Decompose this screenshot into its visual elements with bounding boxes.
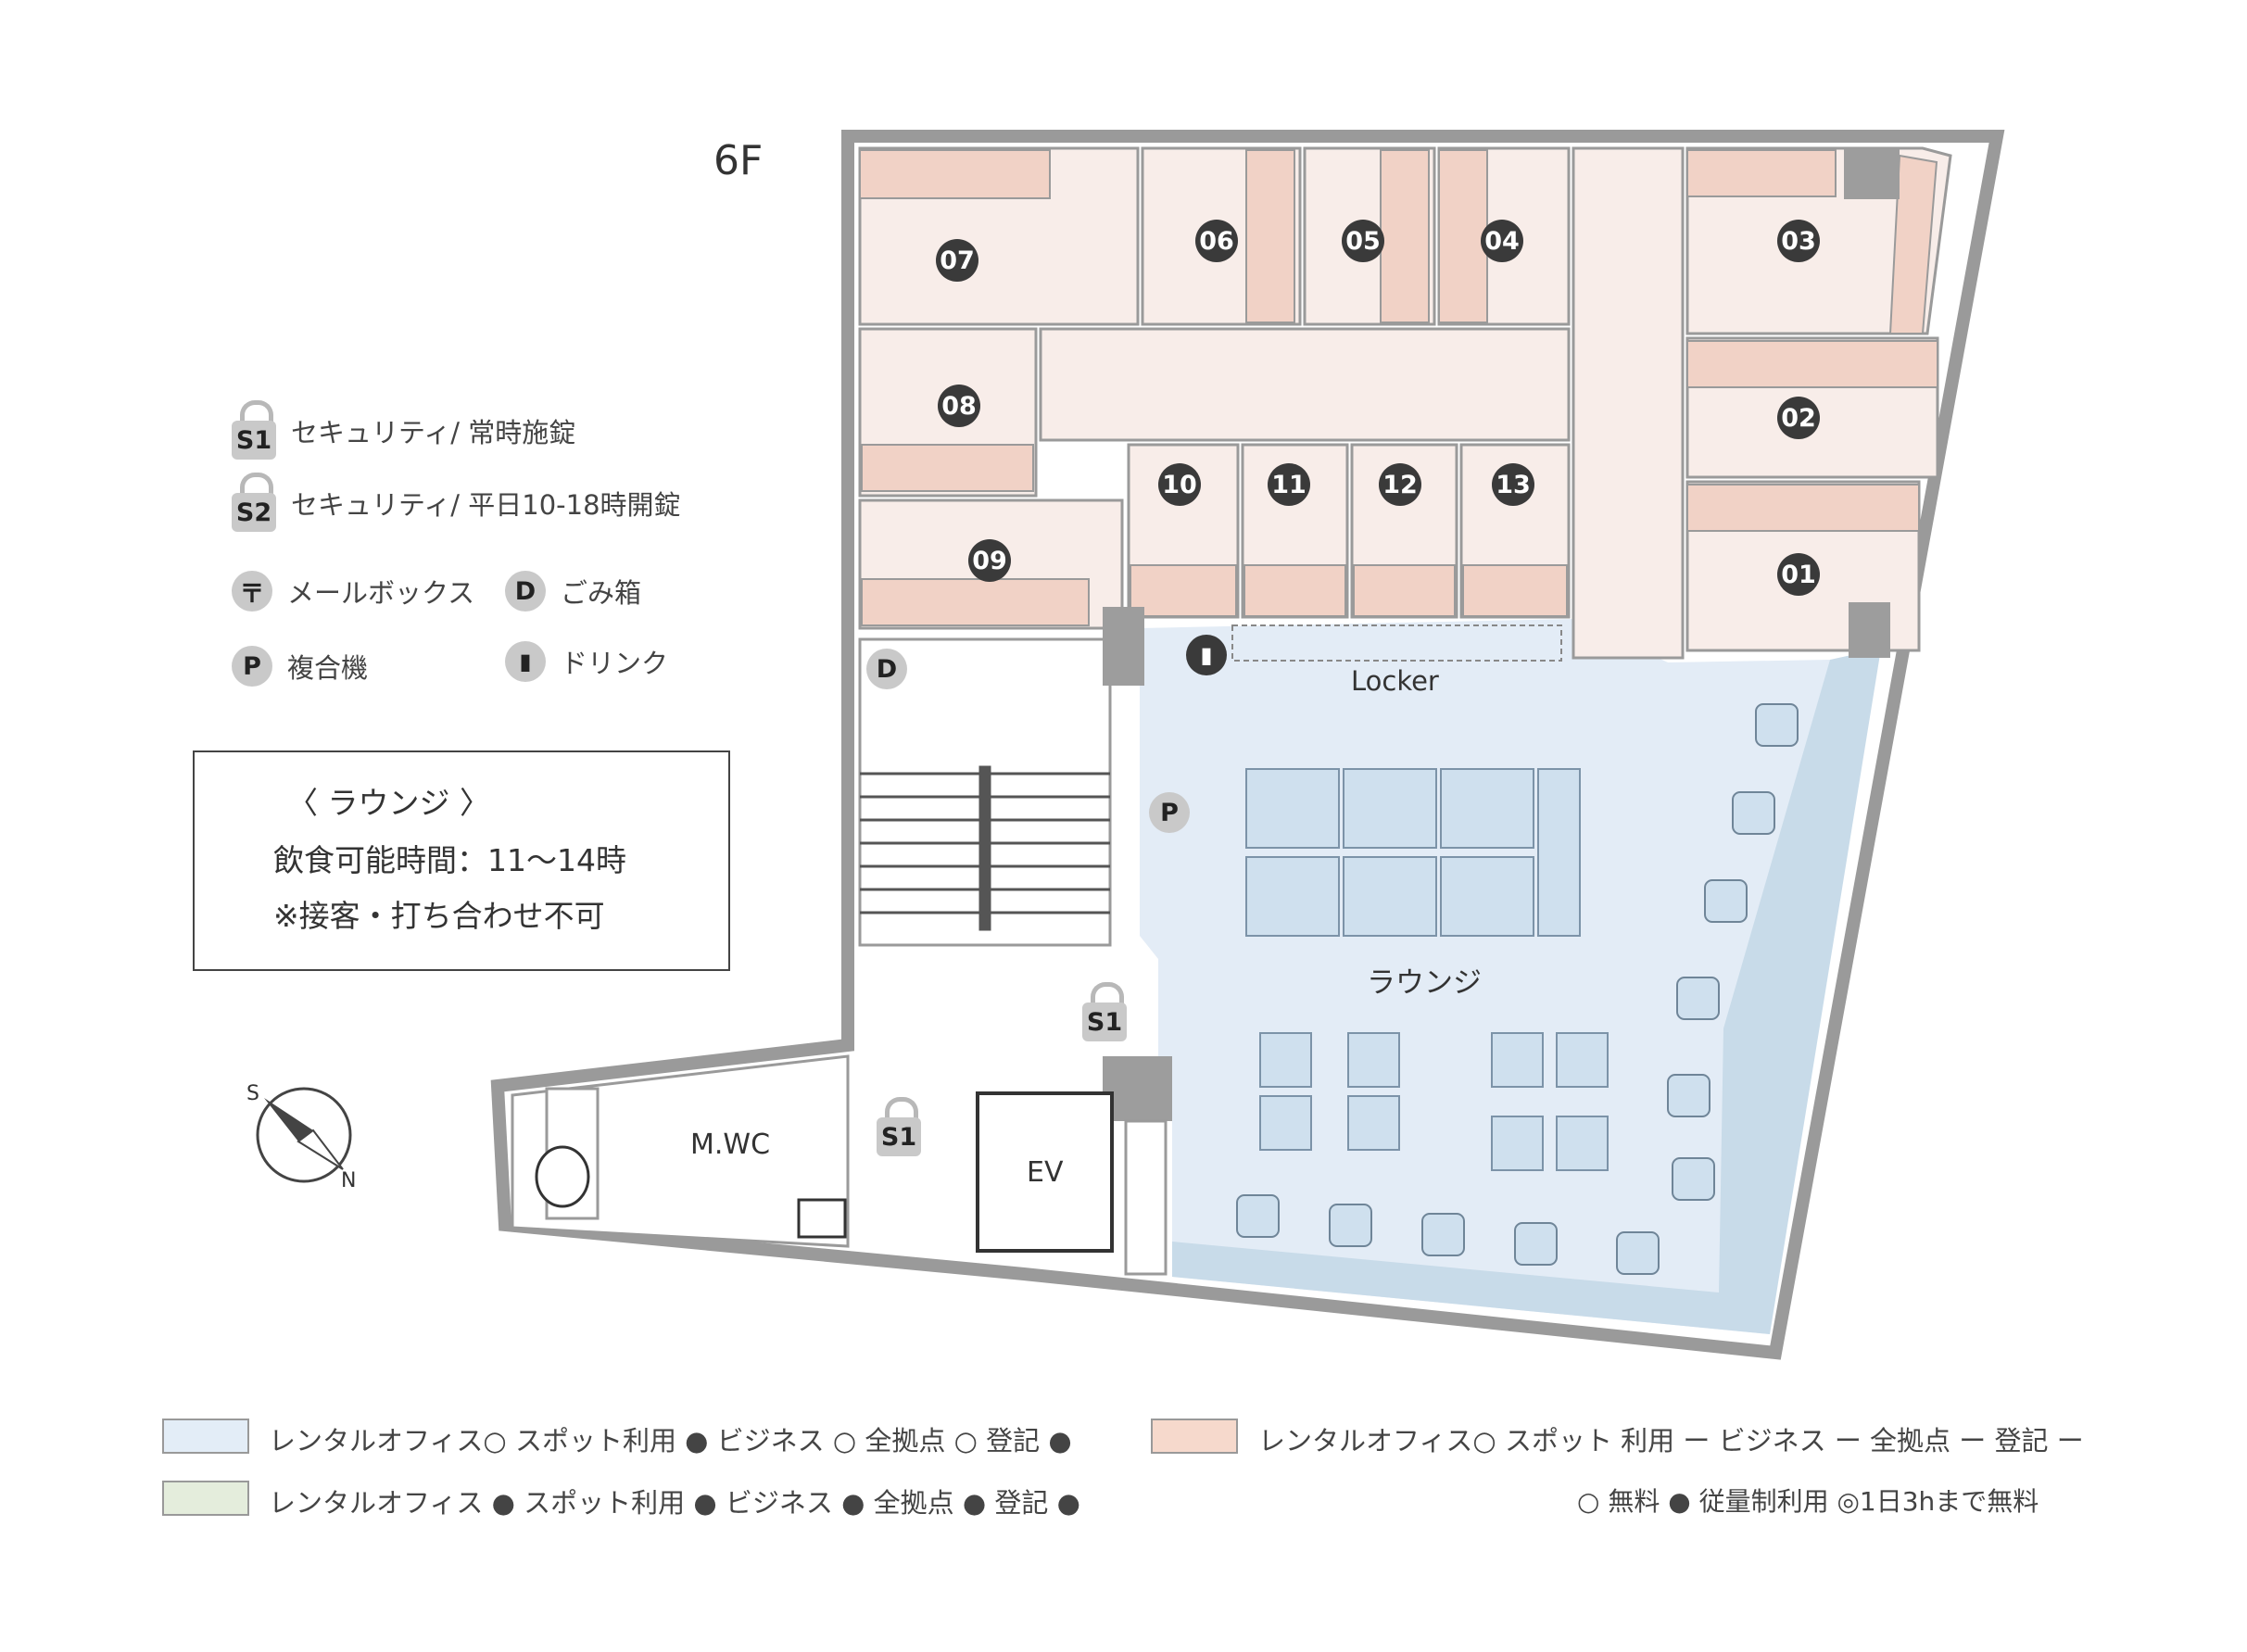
mwc-label: M.WC (690, 1129, 771, 1161)
notice-restriction: ※接客・打ち合わせ不可 (273, 898, 605, 934)
legend-s2: S2 セキュリティ/ 平日10-18時開錠 (232, 473, 681, 534)
copier-marker: P (1149, 792, 1190, 833)
copier-icon: P (232, 646, 272, 687)
desks (859, 149, 1938, 626)
symbol-key: ○ 無料 ● 従量制利用 ◎1日3hまで無料 (1577, 1486, 2039, 1517)
lock-body: S1 (877, 1117, 921, 1156)
locker-bank (1231, 624, 1562, 662)
s1-lock-marker: S1 (1082, 982, 1127, 1043)
lock-shackle (240, 473, 273, 499)
legend-drink-label: ドリンク (561, 648, 669, 679)
locker-label: Locker (1351, 665, 1439, 697)
legend-s1: S1 セキュリティ/ 常時施錠 (232, 400, 575, 461)
legend-mailbox-label: メールボックス (287, 577, 475, 609)
notice-hours: 飲食可能時間：11〜14時 (273, 842, 626, 878)
drink-marker: ▮ (1186, 635, 1227, 675)
room-badge[interactable]: 13 (1492, 463, 1534, 506)
lounge-sofas (1245, 768, 1609, 1171)
lounge-notice: 〈 ラウンジ 〉 飲食可能時間：11〜14時 ※接客・打ち合わせ不可 (193, 750, 730, 971)
lock-body: S1 (1082, 1003, 1127, 1041)
drink-icon: ▮ (505, 641, 546, 682)
trash-marker: D (866, 649, 907, 689)
swatch-pink (1151, 1419, 1238, 1454)
legend-copier-label: 複合機 (287, 652, 369, 684)
room-badge[interactable]: 01 (1777, 553, 1820, 596)
room-badge[interactable]: 05 (1342, 220, 1384, 262)
room-badge[interactable]: 10 (1158, 463, 1201, 506)
lounge-chairs (1236, 703, 1799, 1275)
lock-icon: S1 (232, 400, 276, 461)
room-badge[interactable]: 04 (1481, 220, 1523, 262)
lock-shackle (1091, 982, 1124, 1009)
room-badge[interactable]: 12 (1379, 463, 1421, 506)
room-badge[interactable]: 02 (1777, 397, 1820, 439)
room-badge[interactable]: 07 (936, 239, 978, 282)
lock-icon: S2 (232, 473, 276, 534)
legend-trash: D ごみ箱 (505, 571, 641, 612)
swatch-green (162, 1481, 249, 1516)
mailbox-icon: 〒 (232, 571, 272, 612)
lock-body: S2 (232, 493, 276, 532)
notice-title: 〈 ラウンジ 〉 (287, 785, 490, 821)
legend-s2-label: セキュリティ/ 平日10-18時開錠 (291, 489, 681, 521)
trash-icon: D (505, 571, 546, 612)
room-badge[interactable]: 08 (938, 385, 980, 427)
color-legend-blue: レンタルオフィス○ スポット利用 ● ビジネス ○ 全拠点 ○ 登記 ● (269, 1425, 1072, 1457)
floor-label: 6F (713, 137, 764, 184)
swatch-blue (162, 1419, 249, 1454)
color-legend-pink: レンタルオフィス○ スポット 利用 ー ビジネス ー 全拠点 ー 登記 ー (1258, 1425, 2084, 1457)
room-badge[interactable]: 09 (968, 539, 1011, 582)
elevator (976, 1091, 1168, 1276)
lock-shackle (240, 400, 273, 427)
compass-s-label: S (246, 1082, 259, 1105)
lounge-window-edge (1172, 649, 1881, 1334)
legend-s1-label: セキュリティ/ 常時施錠 (291, 417, 576, 448)
lounge-label: ラウンジ (1367, 966, 1482, 1000)
staircase (858, 637, 1112, 947)
compass-n-label: N (341, 1169, 357, 1192)
lock-body: S1 (232, 421, 276, 460)
room-badge[interactable]: 06 (1195, 220, 1238, 262)
room-badge[interactable]: 11 (1268, 463, 1310, 506)
color-legend-green: レンタルオフィス ● スポット利用 ● ビジネス ● 全拠点 ● 登記 ● (269, 1487, 1080, 1519)
restroom (511, 1054, 850, 1248)
ev-label: EV (1027, 1156, 1064, 1189)
legend-trash-label: ごみ箱 (561, 577, 642, 609)
legend-mailbox: 〒 メールボックス (232, 571, 474, 612)
s1-lock-marker: S1 (877, 1097, 921, 1158)
lock-shackle (885, 1097, 918, 1124)
wall-blocks (1103, 148, 1900, 1121)
compass (256, 1087, 352, 1183)
legend-copier: P 複合機 (232, 646, 368, 687)
legend-drink: ▮ ドリンク (505, 641, 668, 682)
room-badge[interactable]: 03 (1777, 220, 1820, 262)
